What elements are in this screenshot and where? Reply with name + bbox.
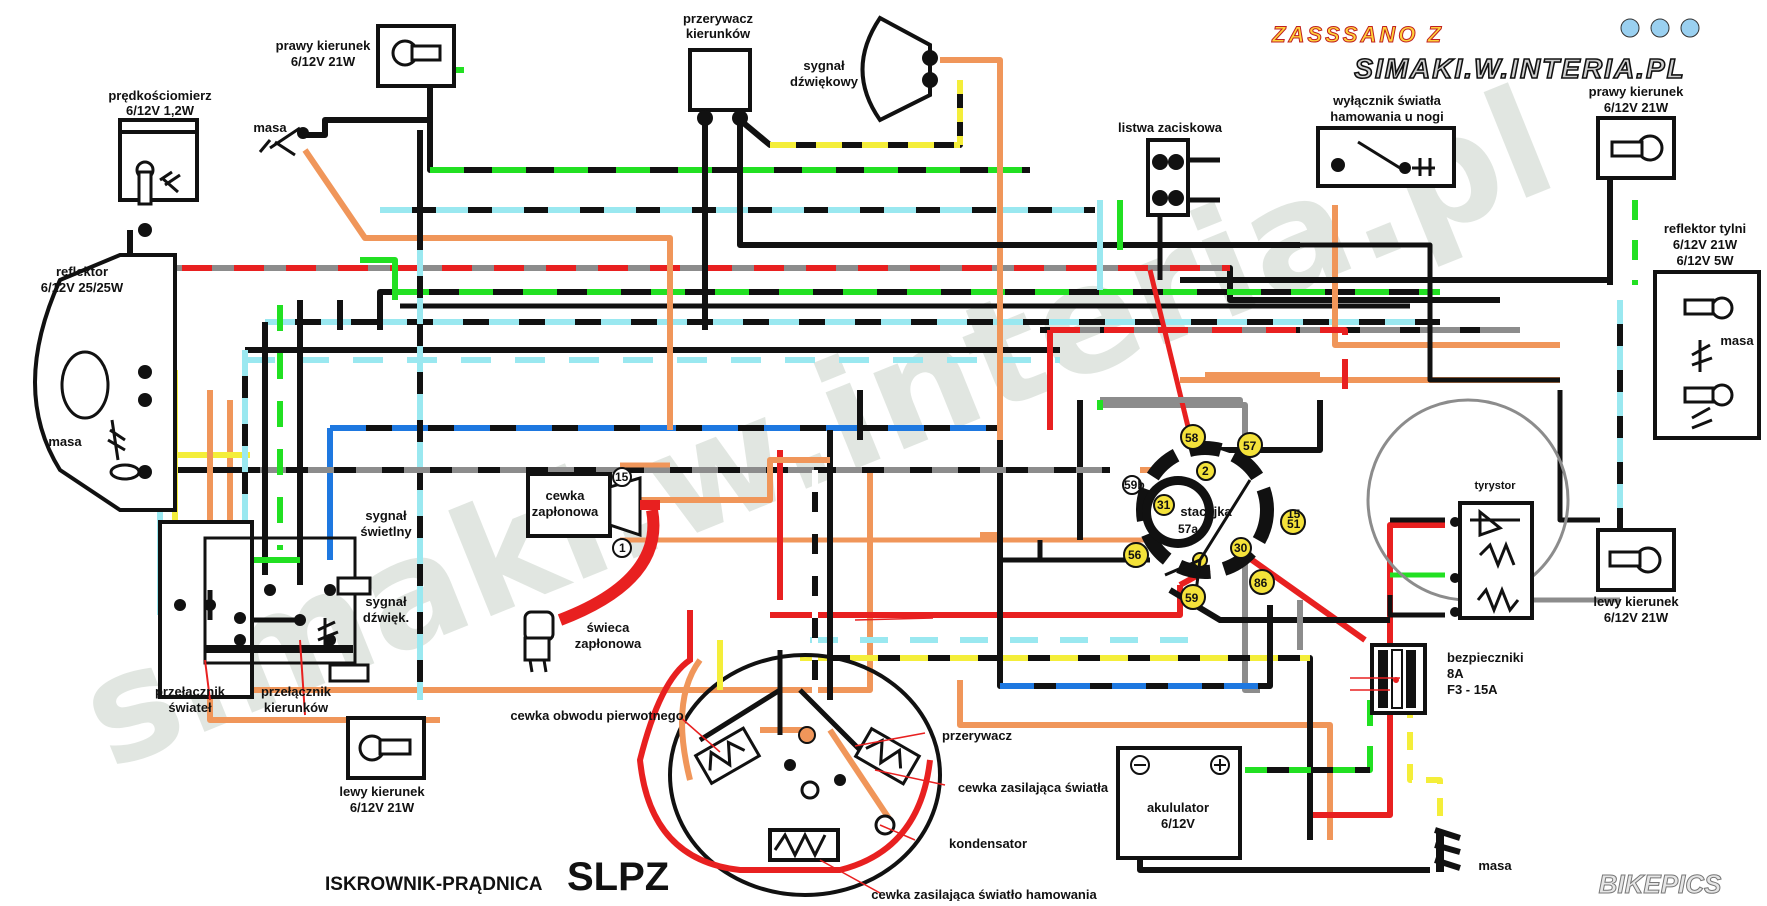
label-right-ind-front-1: prawy kierunek: [276, 38, 371, 53]
pin-30: 30: [1234, 541, 1248, 555]
label-battery-2: 6/12V: [1161, 816, 1195, 831]
label-terminal-strip: listwa zaciskowa: [1118, 120, 1223, 135]
pin-59b: 59b: [1124, 478, 1145, 492]
pin-57a: 57a: [1178, 522, 1198, 536]
label-battery-1: akululator: [1147, 800, 1209, 815]
label-coil-1: cewka: [545, 488, 585, 503]
ground-symbol-top: [258, 126, 309, 157]
terminal-strip: [1146, 138, 1190, 217]
label-brake-switch-1: wyłącznik światła: [1332, 93, 1441, 108]
label-horn-signal-2: dźwięk.: [363, 610, 409, 625]
title-main: SLPZ: [567, 855, 669, 899]
banner: ZASSSANO Z SIMAKI.W.INTERIA.PL: [1271, 18, 1700, 85]
horn: [860, 15, 938, 123]
magneto-components: [693, 726, 922, 862]
coil-pin-1: 1: [619, 541, 626, 555]
banner-bottom: SIMAKI.W.INTERIA.PL: [1354, 53, 1685, 84]
label-tail-3: 6/12V 5W: [1676, 253, 1734, 268]
label-horn-signal-1: sygnał: [365, 594, 407, 609]
coil-pin-15: 15: [615, 470, 629, 484]
label-flasher-1: przerywacz: [683, 11, 754, 26]
label-right-ind-rear-2: 6/12V 21W: [1604, 100, 1669, 115]
pin-86: 86: [1254, 576, 1268, 590]
label-masa-tail: masa: [1720, 333, 1754, 348]
label-tail-2: 6/12V 21W: [1673, 237, 1738, 252]
thyristor: [1366, 398, 1570, 620]
label-brake-switch-2: hamowania u nogi: [1330, 109, 1443, 124]
label-plug-1: świeca: [587, 620, 630, 635]
label-light-switch-2: świateł: [168, 700, 212, 715]
label-fuses-3: F3 - 15A: [1447, 682, 1498, 697]
brake-light-switch: [1316, 126, 1456, 188]
title: ISKROWNIK-PRĄDNICA SLPZ: [325, 855, 669, 899]
label-indicator-switch-2: kierunków: [264, 700, 329, 715]
speedometer: [118, 118, 199, 237]
label-ignition-switch: stacyjka: [1180, 504, 1232, 519]
label-horn-1: sygnał: [803, 58, 845, 73]
ignition-pins: 58 57 2 59b 31 57a 15 51 56 30 86 59: [1122, 424, 1306, 610]
pin-15: 15: [1287, 507, 1301, 521]
handlebar-switch: [158, 520, 372, 716]
label-coil-2: zapłonowa: [532, 504, 599, 519]
right-indicator-front: [376, 24, 456, 88]
label-capacitor: kondensator: [949, 836, 1027, 851]
banner-top: ZASSSANO Z: [1271, 22, 1444, 47]
tail-light: [1653, 270, 1761, 440]
wires: [110, 57, 1638, 873]
label-masa-top: masa: [253, 120, 287, 135]
fuse-box: [1370, 643, 1427, 715]
label-right-ind-front-2: 6/12V 21W: [291, 54, 356, 69]
label-light-switch-1: przełącznik: [155, 684, 226, 699]
labels: prędkościomierz 6/12V 1,2W masa prawy ki…: [41, 11, 1755, 902]
label-left-ind-front-1: lewy kierunek: [339, 784, 425, 799]
spark-plug: [523, 610, 555, 673]
label-speedometer-2: 6/12V 1,2W: [126, 103, 195, 118]
label-fuses-2: 8A: [1447, 666, 1464, 681]
label-thyristor: tyrystor: [1475, 480, 1517, 492]
flasher: [688, 48, 752, 126]
label-horn-2: dźwiękowy: [790, 74, 859, 89]
label-masa-head: masa: [48, 434, 82, 449]
headlight: [33, 253, 177, 512]
label-light-signal-1: sygnał: [365, 508, 407, 523]
label-tail-1: reflektor tylni: [1664, 221, 1746, 236]
ignition-coil: 15 1: [526, 467, 660, 558]
label-breaker: przerywacz: [942, 728, 1013, 743]
right-indicator-rear: [1596, 116, 1676, 180]
pin-59: 59: [1185, 591, 1199, 605]
label-brake-coil: cewka zasilająca światło hamowania: [871, 887, 1097, 901]
pin-57: 57: [1243, 439, 1257, 453]
pin-56: 56: [1128, 548, 1142, 562]
label-light-signal-2: świetlny: [360, 524, 412, 539]
label-primary-coil: cewka obwodu pierwotnego: [510, 708, 683, 723]
label-reflector-2: 6/12V 25/25W: [41, 280, 124, 295]
pin-2: 2: [1202, 464, 1209, 478]
left-indicator-rear: [1596, 528, 1676, 592]
ground-symbol-bottom: [1434, 827, 1461, 872]
label-left-ind-front-2: 6/12V 21W: [350, 800, 415, 815]
label-light-coil: cewka zasilająca światła: [958, 780, 1109, 795]
battery: [1116, 746, 1242, 860]
label-masa-bottom: masa: [1478, 858, 1512, 873]
left-indicator-front: [346, 716, 426, 780]
annotation-lines: [679, 617, 1400, 894]
title-prefix: ISKROWNIK-PRĄDNICA: [325, 874, 543, 895]
label-indicator-switch-1: przełącznik: [261, 684, 332, 699]
pin-58: 58: [1185, 431, 1199, 445]
label-plug-2: zapłonowa: [575, 636, 642, 651]
label-left-ind-rear-1: lewy kierunek: [1593, 594, 1679, 609]
label-reflector-1: reflektor: [56, 264, 108, 279]
fuse-labels: bezpieczniki 8A F3 - 15A: [1447, 650, 1524, 697]
label-right-ind-rear-1: prawy kierunek: [1589, 84, 1684, 99]
label-fuses-1: bezpieczniki: [1447, 650, 1524, 665]
pin-51: 51: [1287, 517, 1301, 531]
label-left-ind-rear-2: 6/12V 21W: [1604, 610, 1669, 625]
pin-31: 31: [1157, 498, 1171, 512]
label-speedometer-1: prędkościomierz: [108, 88, 212, 103]
label-flasher-2: kierunków: [686, 26, 751, 41]
bikepics-logo: BIKEPICS: [1599, 869, 1722, 899]
